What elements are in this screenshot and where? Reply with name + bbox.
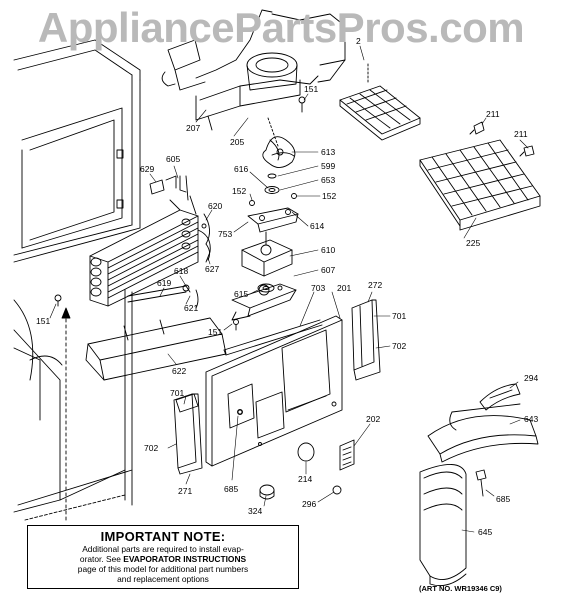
label-622: 622 bbox=[172, 366, 186, 376]
label-701: 701 bbox=[392, 311, 406, 321]
dispenser-flap-294 bbox=[479, 383, 521, 411]
label-296: 296 bbox=[302, 499, 316, 509]
screw-151-left bbox=[54, 294, 62, 307]
wire-shelf bbox=[419, 139, 541, 231]
defrost-heater bbox=[127, 284, 199, 309]
label-685: 685 bbox=[224, 484, 238, 494]
label-653: 653 bbox=[321, 175, 335, 185]
label-753: 753 bbox=[218, 229, 232, 239]
label-619: 619 bbox=[157, 278, 171, 288]
label-205: 205 bbox=[230, 137, 244, 147]
fan-washers bbox=[249, 173, 297, 206]
freezer-cabinet bbox=[13, 39, 141, 521]
motor-bracket bbox=[247, 207, 299, 233]
note-line-4: and replacement options bbox=[117, 574, 209, 584]
art-number: (ART NO. WR19346 C9) bbox=[419, 584, 502, 593]
label-618: 618 bbox=[174, 266, 188, 276]
label-271: 271 bbox=[178, 486, 192, 496]
label-152: 152 bbox=[232, 186, 246, 196]
air-duct-right bbox=[351, 299, 381, 381]
label-152: 152 bbox=[322, 191, 336, 201]
label-211: 211 bbox=[514, 129, 528, 139]
evaporator-cover bbox=[205, 315, 343, 467]
plug-214 bbox=[297, 442, 315, 462]
label-294: 294 bbox=[524, 373, 538, 383]
label-701: 701 bbox=[170, 388, 184, 398]
label-151: 151 bbox=[36, 316, 50, 326]
assembly-arrow bbox=[61, 307, 71, 521]
label-627: 627 bbox=[205, 264, 219, 274]
important-note-box: IMPORTANT NOTE: Additional parts are req… bbox=[27, 525, 299, 589]
note-line-1: Additional parts are required to install… bbox=[82, 544, 244, 554]
air-duct-left bbox=[173, 393, 203, 475]
label-702: 702 bbox=[144, 443, 158, 453]
vent-grille-202 bbox=[339, 439, 355, 471]
dispenser-housing-643 bbox=[427, 403, 539, 463]
screw-685-left bbox=[237, 409, 243, 415]
label-615: 615 bbox=[234, 289, 248, 299]
fan-housing-frame bbox=[161, 9, 346, 131]
fan-motor bbox=[241, 231, 293, 277]
heater-wire bbox=[201, 213, 211, 261]
label-272: 272 bbox=[368, 280, 382, 290]
label-610: 610 bbox=[321, 245, 335, 255]
label-702: 702 bbox=[392, 341, 406, 351]
chute-645 bbox=[419, 464, 467, 587]
grommet-615 bbox=[257, 283, 275, 293]
note-title: IMPORTANT NOTE: bbox=[100, 529, 226, 544]
leader-lines bbox=[49, 45, 529, 533]
note-line-2: orator. See EVAPORATOR INSTRUCTIONS bbox=[28, 554, 298, 564]
label-620: 620 bbox=[208, 201, 222, 211]
screw-685-right bbox=[475, 469, 487, 497]
label-607: 607 bbox=[321, 265, 335, 275]
label-201: 201 bbox=[337, 283, 351, 293]
label-613: 613 bbox=[321, 147, 335, 157]
note-line-3: page of this model for additional part n… bbox=[77, 564, 249, 574]
label-2: 2 bbox=[356, 36, 361, 46]
note-line-2-text: orator. See bbox=[79, 554, 124, 564]
label-605: 605 bbox=[166, 154, 180, 164]
evaporator-coil bbox=[89, 195, 211, 307]
label-614: 614 bbox=[310, 221, 324, 231]
label-645: 645 bbox=[478, 527, 492, 537]
label-629: 629 bbox=[140, 164, 154, 174]
label-151: 151 bbox=[208, 327, 222, 337]
label-202: 202 bbox=[366, 414, 380, 424]
defrost-thermostat bbox=[149, 175, 189, 201]
label-214: 214 bbox=[298, 474, 312, 484]
label-643: 643 bbox=[524, 414, 538, 424]
screw-151-mid bbox=[233, 319, 239, 331]
part-number-labels: 207 205 151 613 599 653 616 152 152 629 … bbox=[36, 36, 538, 537]
cap-324 bbox=[259, 484, 275, 500]
knob-296 bbox=[332, 485, 342, 495]
note-evaporator-instructions: EVAPORATOR INSTRUCTIONS bbox=[123, 554, 247, 564]
screw-211-a bbox=[469, 121, 485, 135]
label-703: 703 bbox=[311, 283, 325, 293]
label-151: 151 bbox=[304, 84, 318, 94]
label-324: 324 bbox=[248, 506, 262, 516]
label-211: 211 bbox=[486, 109, 500, 119]
label-685: 685 bbox=[496, 494, 510, 504]
fan-blade bbox=[262, 117, 296, 168]
label-599: 599 bbox=[321, 161, 335, 171]
label-225: 225 bbox=[466, 238, 480, 248]
screw-211-b bbox=[519, 145, 535, 157]
label-616: 616 bbox=[234, 164, 248, 174]
drain-pan bbox=[85, 317, 227, 381]
label-621: 621 bbox=[184, 303, 198, 313]
label-207: 207 bbox=[186, 123, 200, 133]
ice-tray bbox=[339, 63, 421, 141]
screw-151-top bbox=[298, 96, 306, 113]
